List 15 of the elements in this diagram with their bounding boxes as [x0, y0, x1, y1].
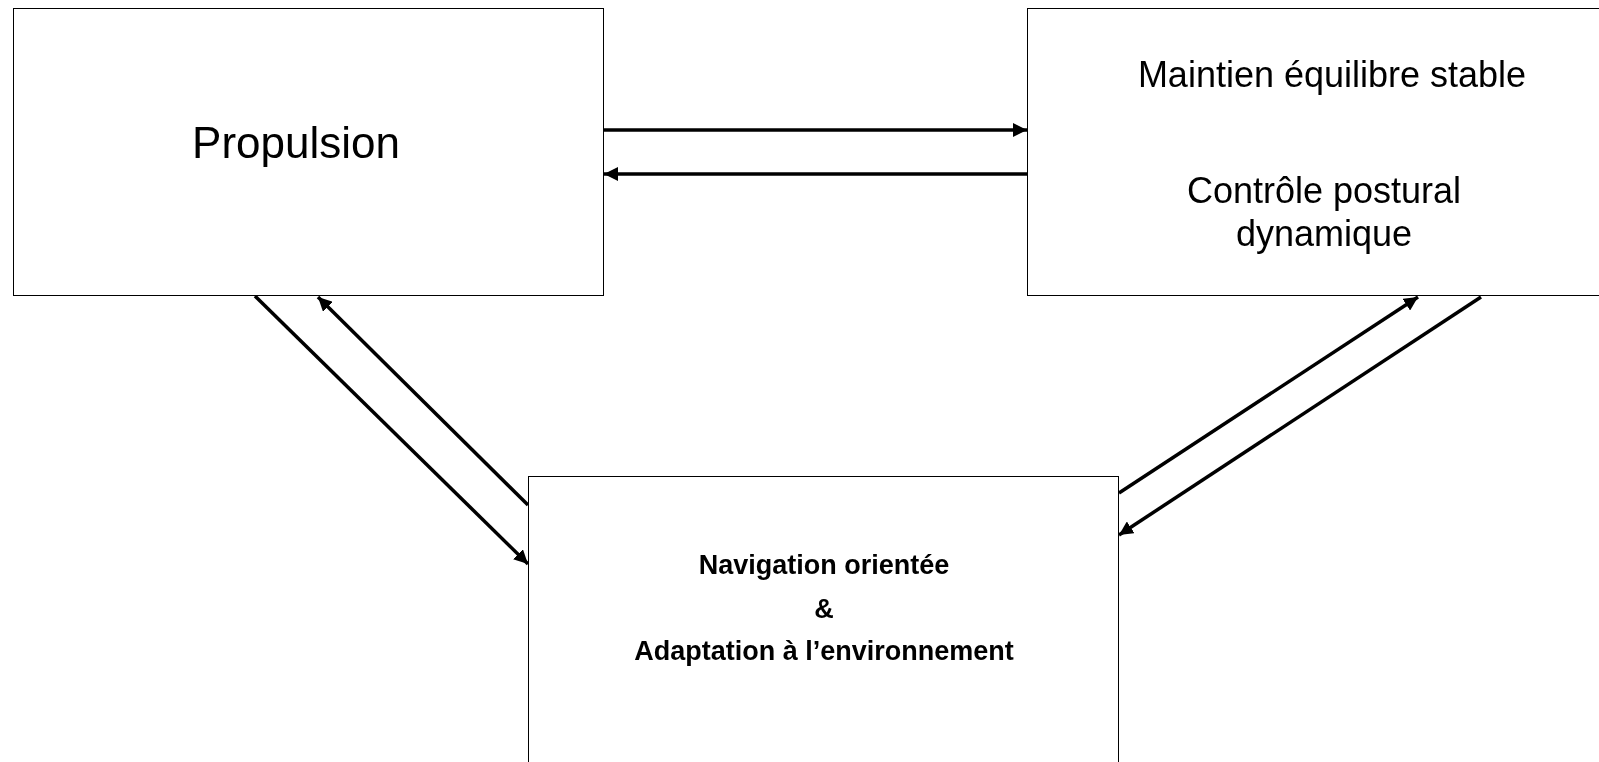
box-label: Navigation orientée: [698, 549, 950, 582]
box-label: Propulsion: [192, 117, 400, 169]
arrow: [253, 294, 530, 566]
process-box: [528, 476, 1119, 762]
process-box: [1027, 8, 1599, 296]
arrow: [604, 123, 1027, 137]
process-box: [13, 8, 604, 296]
box-label: Contrôle postural dynamique: [1185, 169, 1463, 256]
box-label: Adaptation à l’environnement: [634, 635, 1014, 668]
arrow: [1118, 295, 1482, 537]
box-label: &: [814, 593, 834, 626]
arrow: [604, 167, 1027, 181]
arrow: [1118, 295, 1419, 495]
box-label: Maintien équilibre stable: [1137, 53, 1527, 97]
arrow: [316, 295, 530, 507]
